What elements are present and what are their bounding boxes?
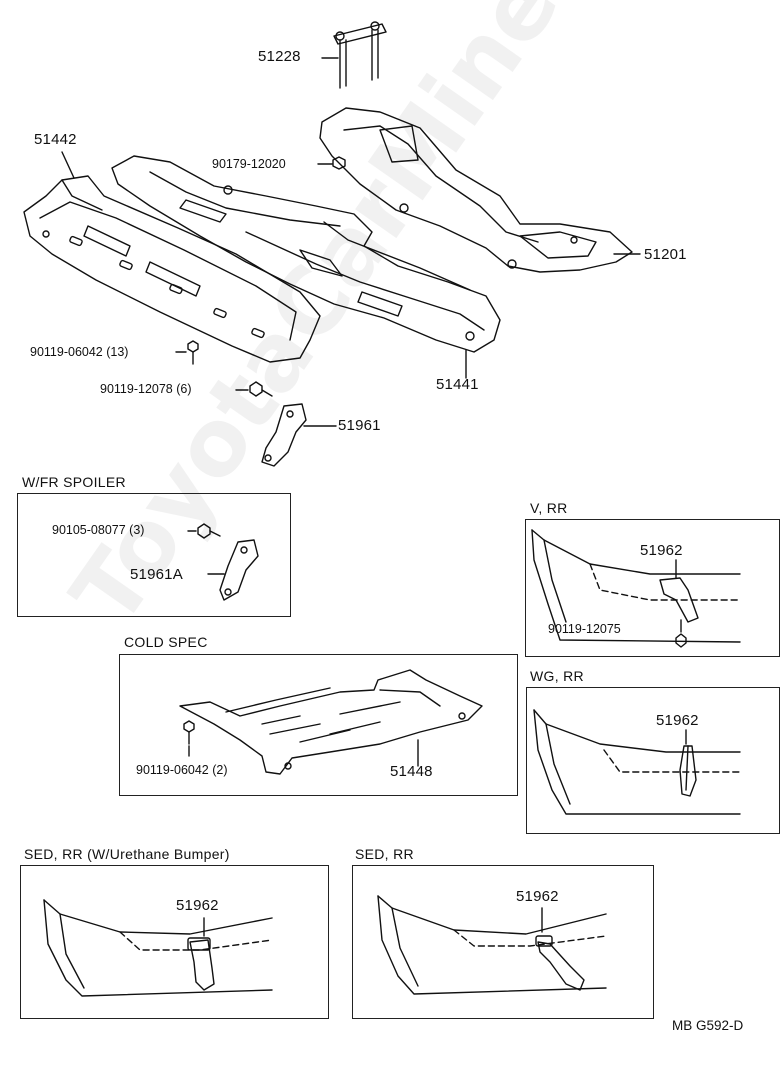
section-title-cold-spec: COLD SPEC [124,634,208,650]
bumper-v-rr [531,529,741,648]
section-title-sed-rr: SED, RR [355,846,414,862]
label-90119-12078-6: 90119-12078 (6) [100,382,192,396]
section-title-v-rr: V, RR [530,500,568,516]
bracket-51961 [261,403,307,467]
section-title-fr-spoiler: W/FR SPOILER [22,474,126,490]
label-90119-06042-2: 90119-06042 (2) [136,763,228,777]
bolt-90119-06042 [187,340,199,365]
bumper-wg-rr [533,709,741,815]
label-v-rr-51962: 51962 [640,542,683,559]
under-cover-51441 [111,155,501,353]
box-v-rr [525,519,780,657]
box-fr-spoiler [17,493,291,617]
label-51448: 51448 [390,763,433,780]
bolt-90119-12078 [249,381,273,397]
box-wg-rr [526,687,780,834]
label-90119-12075: 90119-12075 [548,622,621,636]
bumper-sed-rr [377,895,607,995]
section-title-wg-rr: WG, RR [530,668,584,684]
label-51442: 51442 [34,131,77,148]
box-sed-rr-urethane [20,865,329,1019]
bumper-sed-rr-urethane [43,899,273,997]
label-51961: 51961 [338,417,381,434]
u-bolt-51228 [333,21,387,89]
cold-spec-plate-51448 [179,669,483,775]
label-sed-rr-51962: 51962 [516,888,559,905]
cross-member-51201 [319,107,633,273]
label-51961a: 51961A [130,566,183,583]
label-90105-08077: 90105-08077 (3) [52,523,145,537]
under-cover-51442 [23,175,321,363]
section-title-sed-rr-urethane: SED, RR (W/Urethane Bumper) [24,846,230,862]
label-sed-rr-urethane-51962: 51962 [176,897,219,914]
label-51441: 51441 [436,376,479,393]
label-90119-06042-13: 90119-06042 (13) [30,345,129,359]
label-90179-12020: 90179-12020 [212,157,286,171]
box-cold-spec [119,654,518,796]
diagram-code: MB G592-D [672,1018,744,1033]
box-sed-rr [352,865,654,1019]
label-wg-rr-51962: 51962 [656,712,699,729]
label-51201: 51201 [644,246,687,263]
label-51228: 51228 [258,48,301,65]
